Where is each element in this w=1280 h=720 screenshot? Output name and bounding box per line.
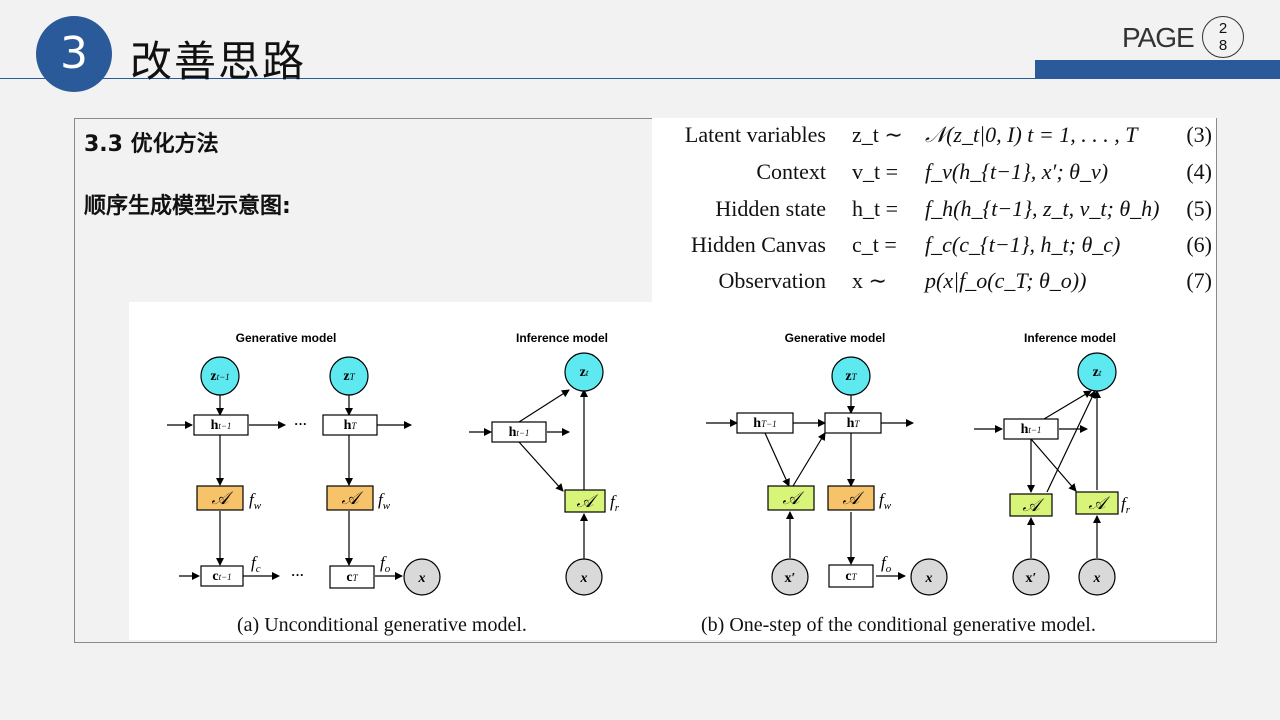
header-divider xyxy=(0,78,1280,79)
caption-a: (a) Unconditional generative model. xyxy=(237,614,527,636)
section-number-badge: 3 xyxy=(36,16,112,92)
svg-text:𝒜: 𝒜 xyxy=(1088,493,1110,513)
header-accent-bar xyxy=(1035,60,1280,79)
svg-text:fo: fo xyxy=(380,553,391,575)
svg-text:x′: x′ xyxy=(785,571,796,586)
equation-variable: c_t = xyxy=(852,232,897,257)
model-diagram-figure: Generative model Inference model Generat… xyxy=(129,302,1216,640)
svg-text:fw: fw xyxy=(249,490,262,512)
section-number: 3 xyxy=(60,28,88,79)
equation-row: Hidden Canvas c_t = f_c(c_{t−1}, h_t; θ_… xyxy=(652,228,1216,262)
equation-expression: f_h(h_{t−1}, z_t, v_t; θ_h) xyxy=(925,196,1160,221)
equation-row: Observation x ∼ p(x|f_o(c_T; θ_o)) (7) xyxy=(652,264,1216,298)
svg-text:x: x xyxy=(1093,571,1101,586)
equation-row: Latent variables z_t ∼ 𝒩(z_t|0, I) t = 1… xyxy=(652,118,1216,152)
model-diagram: Generative model Inference model Generat… xyxy=(167,331,1131,596)
svg-text:ct−1: ct−1 xyxy=(212,569,231,584)
subsection-title: 3.3 优化方法 xyxy=(84,132,219,157)
equation-variable: v_t = xyxy=(852,159,899,184)
svg-text:x: x xyxy=(925,571,933,586)
svg-text:x: x xyxy=(418,571,426,586)
svg-text:x′: x′ xyxy=(1026,571,1037,586)
equation-variable: z_t ∼ xyxy=(852,122,903,147)
svg-text:ht−1: ht−1 xyxy=(1021,422,1042,437)
equation-variable: h_t = xyxy=(852,196,899,221)
diagram-edges xyxy=(167,389,1101,580)
svg-text:hT−1: hT−1 xyxy=(753,416,776,431)
equation-number: (5) xyxy=(1186,196,1212,221)
svg-text:zT: zT xyxy=(343,369,355,384)
page-number-badge: 2 8 xyxy=(1202,16,1244,58)
equation-row: Hidden state h_t = f_h(h_{t−1}, z_t, v_t… xyxy=(652,192,1216,226)
equation-expression: 𝒩(z_t|0, I) t = 1, . . . , T xyxy=(925,122,1138,147)
figure-description: 顺序生成模型示意图: xyxy=(84,194,291,219)
svg-text:𝒜: 𝒜 xyxy=(341,488,363,508)
panel-title: Generative model xyxy=(785,331,886,345)
function-labels: fw fw fw fr fr fc fo fo xyxy=(249,490,1131,575)
equation-label: Hidden state xyxy=(715,196,826,221)
svg-text:hT: hT xyxy=(847,416,861,431)
section-title: 改善思路 xyxy=(130,37,307,86)
equation-number: (7) xyxy=(1186,268,1212,293)
caption-b: (b) One-step of the conditional generati… xyxy=(701,614,1096,636)
latent-nodes xyxy=(200,352,1117,396)
page-number-top: 2 xyxy=(1218,20,1228,37)
svg-text:𝒜: 𝒜 xyxy=(782,488,804,508)
svg-text:ht−1: ht−1 xyxy=(509,425,530,440)
svg-text:zT: zT xyxy=(845,369,857,384)
equation-label: Latent variables xyxy=(684,122,826,147)
svg-text:···: ··· xyxy=(291,567,304,582)
equation-expression: f_c(c_{t−1}, h_t; θ_c) xyxy=(925,232,1121,257)
svg-text:𝒜: 𝒜 xyxy=(842,488,864,508)
svg-text:x: x xyxy=(580,571,588,586)
svg-text:𝒜: 𝒜 xyxy=(576,491,598,511)
equation-number: (3) xyxy=(1186,122,1212,147)
svg-text:cT: cT xyxy=(346,570,358,585)
equation-expression: p(x|f_o(c_T; θ_o)) xyxy=(925,268,1087,293)
svg-text:cT: cT xyxy=(845,569,857,584)
svg-text:𝒜: 𝒜 xyxy=(1022,495,1044,515)
svg-text:fo: fo xyxy=(881,553,892,575)
equation-expression: f_v(h_{t−1}, x′; θ_v) xyxy=(925,159,1109,184)
svg-text:hT: hT xyxy=(344,418,358,433)
svg-text:zt: zt xyxy=(580,365,589,380)
equation-label: Observation xyxy=(718,268,826,293)
write-boxes xyxy=(196,485,875,511)
svg-text:fr: fr xyxy=(610,492,620,514)
svg-text:fc: fc xyxy=(251,553,261,575)
read-boxes xyxy=(564,485,1119,517)
svg-text:zt: zt xyxy=(1093,365,1102,380)
observed-nodes xyxy=(403,558,1116,596)
svg-text:fw: fw xyxy=(378,490,391,512)
equations-panel: Latent variables z_t ∼ 𝒩(z_t|0, I) t = 1… xyxy=(652,118,1216,304)
equation-variable: x ∼ xyxy=(852,268,887,293)
state-boxes xyxy=(193,412,1059,589)
equation-number: (6) xyxy=(1186,232,1212,257)
ellipsis: ··· ··· xyxy=(291,416,307,582)
equation-row: Context v_t = f_v(h_{t−1}, x′; θ_v) (4) xyxy=(652,155,1216,189)
svg-text:zt−1: zt−1 xyxy=(210,369,229,384)
equation-label: Hidden Canvas xyxy=(690,232,826,257)
svg-text:ht−1: ht−1 xyxy=(211,418,232,433)
panel-title: Inference model xyxy=(1024,331,1116,345)
svg-text:fr: fr xyxy=(1121,494,1131,516)
panel-title: Generative model xyxy=(236,331,337,345)
page-number-bottom: 8 xyxy=(1218,37,1228,54)
svg-text:fw: fw xyxy=(879,490,892,512)
equation-label: Context xyxy=(756,159,826,184)
svg-text:𝒜: 𝒜 xyxy=(211,488,233,508)
svg-text:···: ··· xyxy=(294,416,307,431)
equation-number: (4) xyxy=(1186,159,1212,184)
node-labels: zt−1 zT zt zT zt ht−1 hT ht−1 hT−1 hT ht… xyxy=(210,365,1102,586)
panel-title: Inference model xyxy=(516,331,608,345)
page-label: PAGE xyxy=(1122,22,1195,53)
